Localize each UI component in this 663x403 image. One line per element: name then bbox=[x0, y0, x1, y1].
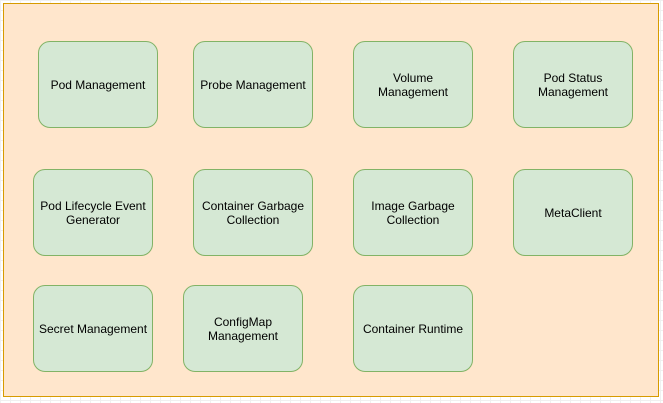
node-probe-management[interactable]: Probe Management bbox=[193, 41, 313, 128]
node-label: Probe Management bbox=[200, 77, 306, 92]
node-label: Secret Management bbox=[38, 321, 148, 336]
node-metaclient[interactable]: MetaClient bbox=[513, 169, 633, 256]
node-volume-management[interactable]: Volume Management bbox=[353, 41, 473, 128]
node-label: Pod Management bbox=[50, 77, 146, 92]
node-label: MetaClient bbox=[544, 205, 602, 220]
node-pod-management[interactable]: Pod Management bbox=[38, 41, 158, 128]
node-container-runtime[interactable]: Container Runtime bbox=[353, 285, 473, 372]
node-label: Container Runtime bbox=[362, 321, 464, 336]
node-secret-management[interactable]: Secret Management bbox=[33, 285, 153, 372]
node-label: Volume Management bbox=[377, 70, 449, 99]
